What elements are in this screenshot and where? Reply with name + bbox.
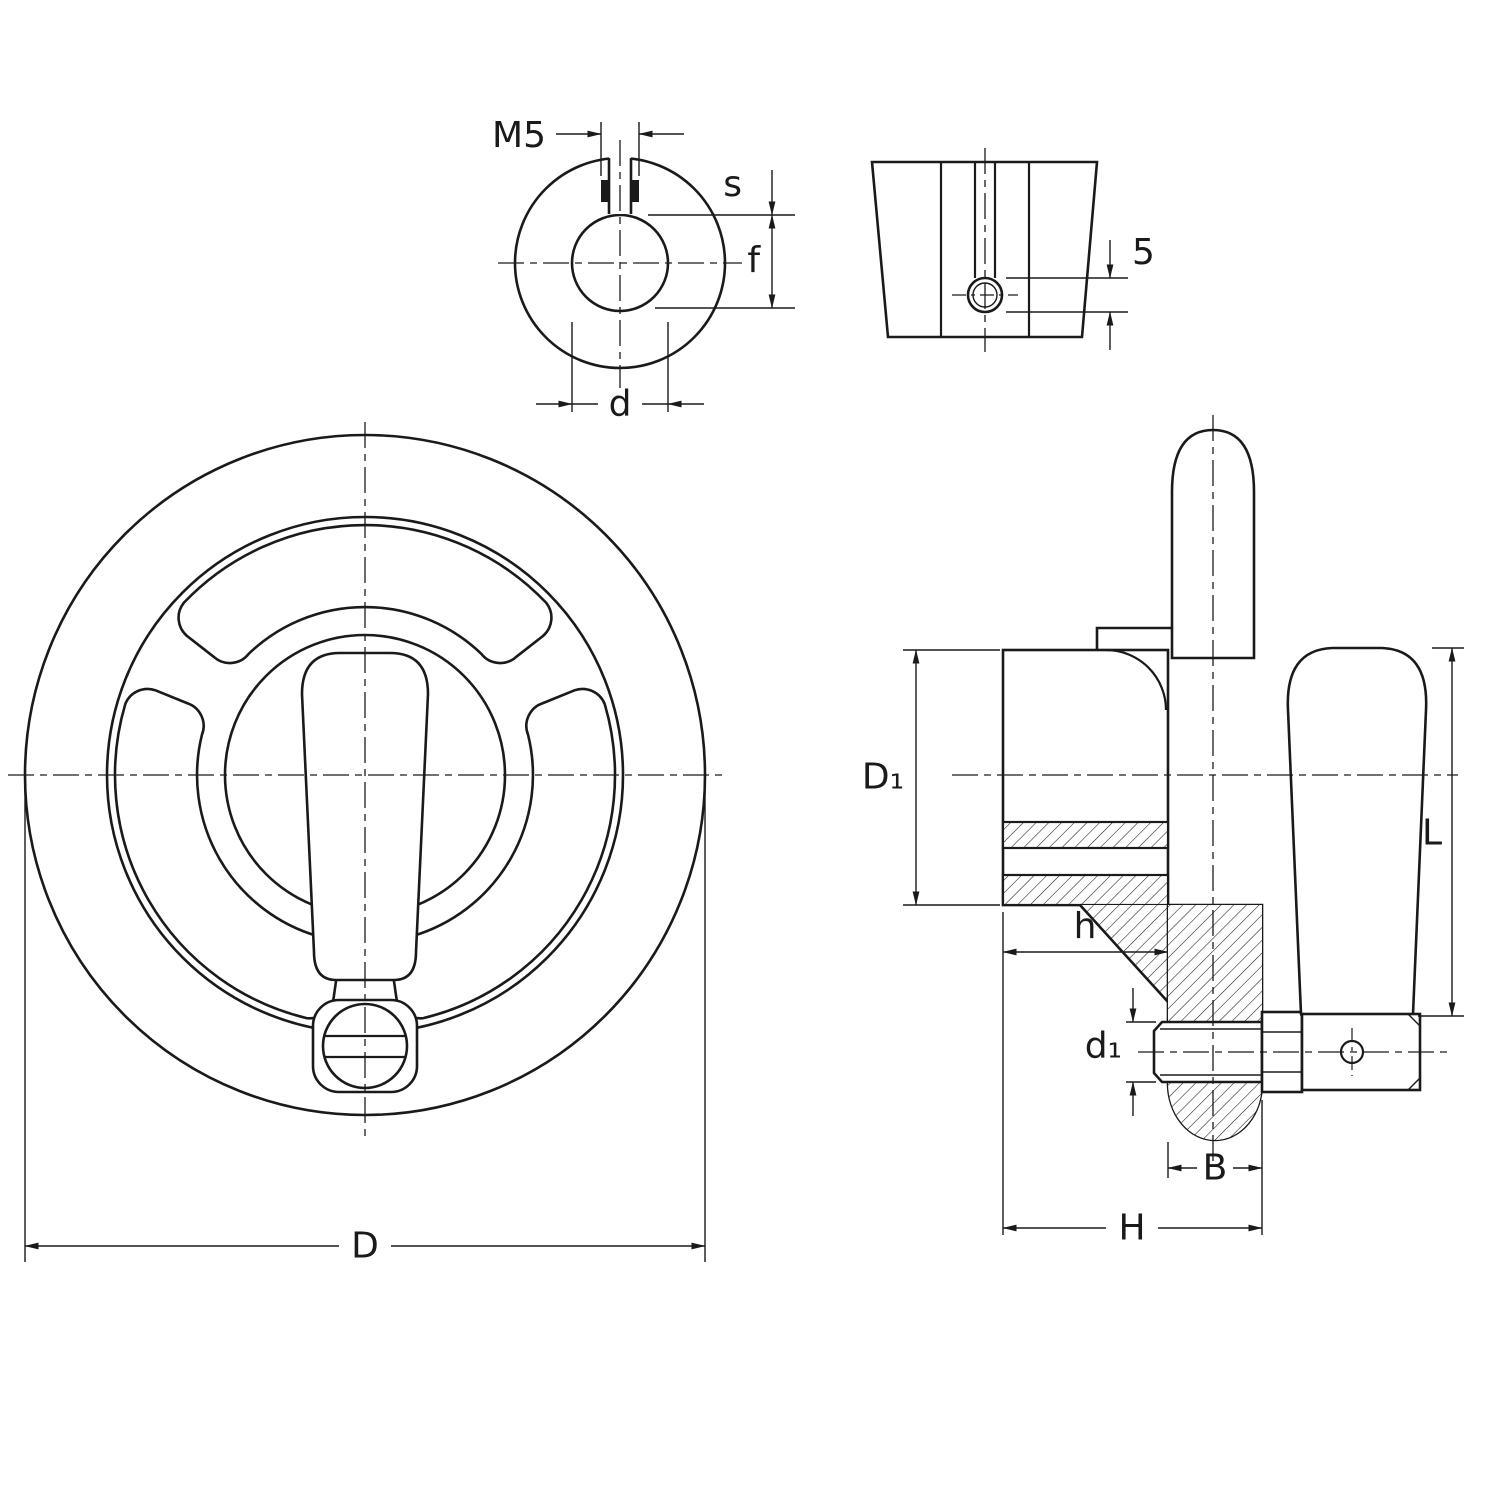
handwheel-front-view: D [8,422,728,1267]
dim-label-B: B [1203,1148,1228,1189]
bushing-chamfer-bottom [1407,1077,1421,1091]
dim-L: L [1418,647,1464,1017]
dim-label-H: H [1118,1208,1145,1249]
dim-label-hole: 5 [1132,232,1155,273]
dim-d: d [536,322,704,425]
bushing-chamfer-top [1407,1013,1421,1027]
dim-label-f: f [747,240,761,281]
thread-mark-right [631,180,639,202]
slot-opening [609,148,631,214]
dim-label-D: D [351,1226,379,1267]
collar-front-view: M5 s f d [492,115,795,425]
dim-label-L: L [1422,813,1442,854]
dim-D1: D₁ [862,649,1000,906]
dim-label-thread: M5 [492,115,546,156]
dim-H: H [1002,1208,1263,1249]
dim-B: B [1167,1100,1263,1235]
wheel-disc-side [1001,648,1170,907]
boss-fillet [1105,648,1168,711]
handle-pivot-boss [1095,626,1172,650]
dim-label-d1: d₁ [1085,1026,1122,1067]
dim-thread: M5 [492,115,684,176]
dim-label-d: d [609,384,632,425]
hub-section [1001,873,1170,907]
revolving-handle-side [1286,646,1428,1020]
dim-d1: d₁ [1085,988,1156,1116]
dim-label-D1: D₁ [862,757,904,798]
dim-hole: 5 [1006,232,1155,350]
disc-web-section [1001,820,1170,850]
dim-h: h [1002,906,1169,1235]
dim-label-h: h [1074,906,1097,947]
dim-f: f [655,214,795,309]
thread-mark-left [601,180,609,202]
dim-label-s: s [723,164,742,205]
collar-side-view: 5 [870,148,1155,352]
dim-D: D [24,790,706,1267]
handwheel-side-view: D₁ L h d₁ B [862,415,1464,1249]
